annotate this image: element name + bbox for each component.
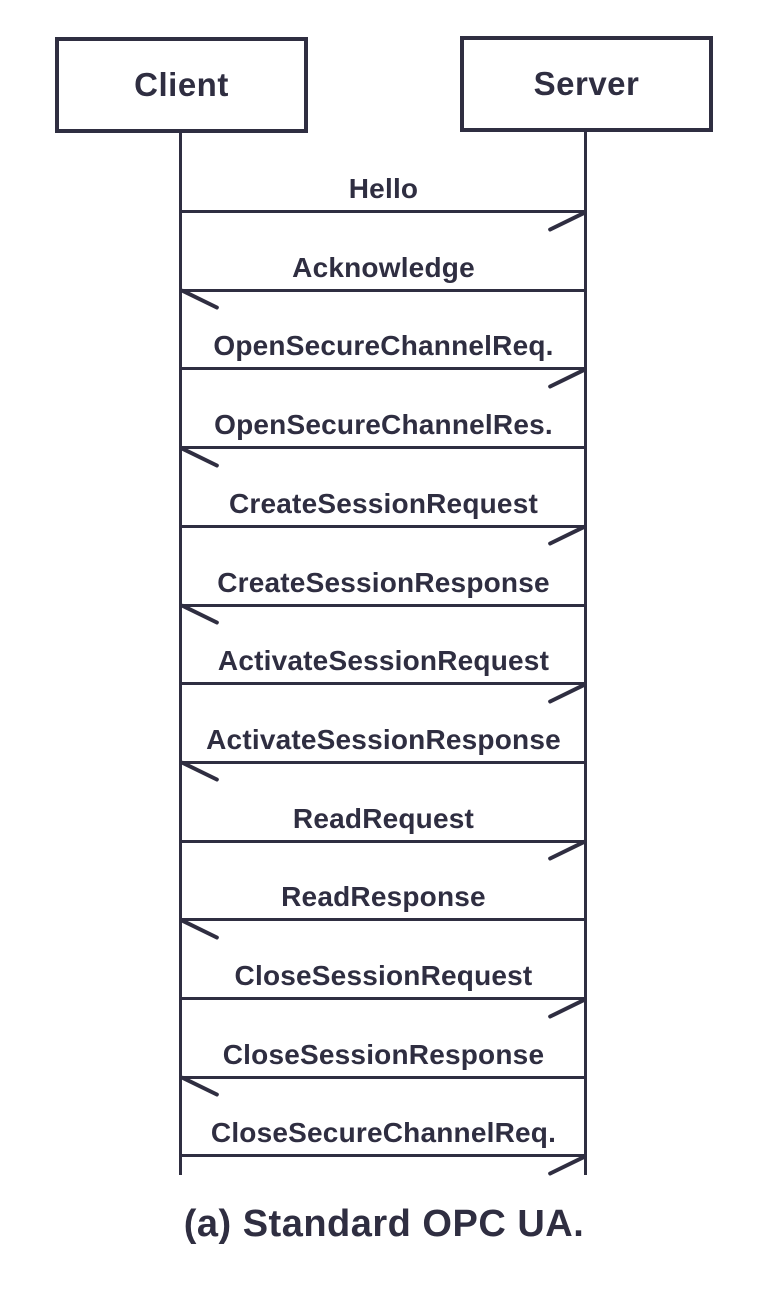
message-label: OpenSecureChannelRes. [214, 409, 553, 441]
message-label: CreateSessionResponse [217, 566, 550, 598]
message-line [181, 1075, 586, 1079]
message-label: CreateSessionRequest [228, 487, 538, 519]
message-line [181, 682, 586, 686]
message-label: Hello [348, 173, 419, 204]
message-label: ActivateSessionResponse [206, 723, 561, 755]
message-line [181, 1154, 586, 1158]
diagram-caption: (a) Standard OPC UA. [183, 1203, 585, 1245]
message-row: Acknowledge [180, 240, 586, 310]
message-row: CloseSessionRequest [181, 948, 587, 1019]
message-line [181, 210, 586, 213]
message-line [181, 760, 586, 764]
message-row: ReadRequest [181, 791, 587, 861]
message-row: OpenSecureChannelRes. [180, 397, 586, 468]
message-line [181, 839, 586, 843]
message-label: OpenSecureChannelReq. [213, 330, 554, 362]
message-row: ReadResponse [180, 869, 586, 940]
message-line [181, 446, 586, 450]
message-label: ReadRequest [292, 802, 475, 834]
actor-label-server: Server [533, 65, 640, 102]
message-label: CloseSessionRequest [234, 960, 533, 991]
message-row: CloseSecureChannelReq. [181, 1105, 587, 1176]
message-label: CloseSecureChannelReq. [210, 1117, 557, 1149]
message-line [181, 367, 586, 371]
message-row: CreateSessionResponse [180, 555, 586, 625]
actor-box-server: Server [460, 36, 713, 132]
message-row: CreateSessionRequest [181, 476, 587, 547]
message-label: ReadResponse [281, 881, 486, 913]
server-lifeline [584, 132, 587, 1175]
message-label: ActivateSessionRequest [217, 645, 550, 677]
message-line [181, 997, 586, 1000]
message-row: CloseSessionResponse [180, 1027, 586, 1097]
message-line [181, 918, 586, 922]
actor-label-client: Client [134, 66, 229, 103]
message-row: Hello [181, 161, 587, 232]
client-lifeline [179, 132, 182, 1175]
message-row: ActivateSessionRequest [181, 633, 587, 704]
message-line [181, 524, 586, 528]
message-label: Acknowledge [292, 251, 475, 283]
actor-box-client: Client [55, 37, 308, 133]
message-label: CloseSessionResponse [222, 1038, 545, 1070]
message-row: OpenSecureChannelReq. [181, 318, 587, 389]
message-line [181, 603, 586, 607]
message-row: ActivateSessionResponse [180, 712, 586, 783]
message-line [181, 288, 586, 292]
